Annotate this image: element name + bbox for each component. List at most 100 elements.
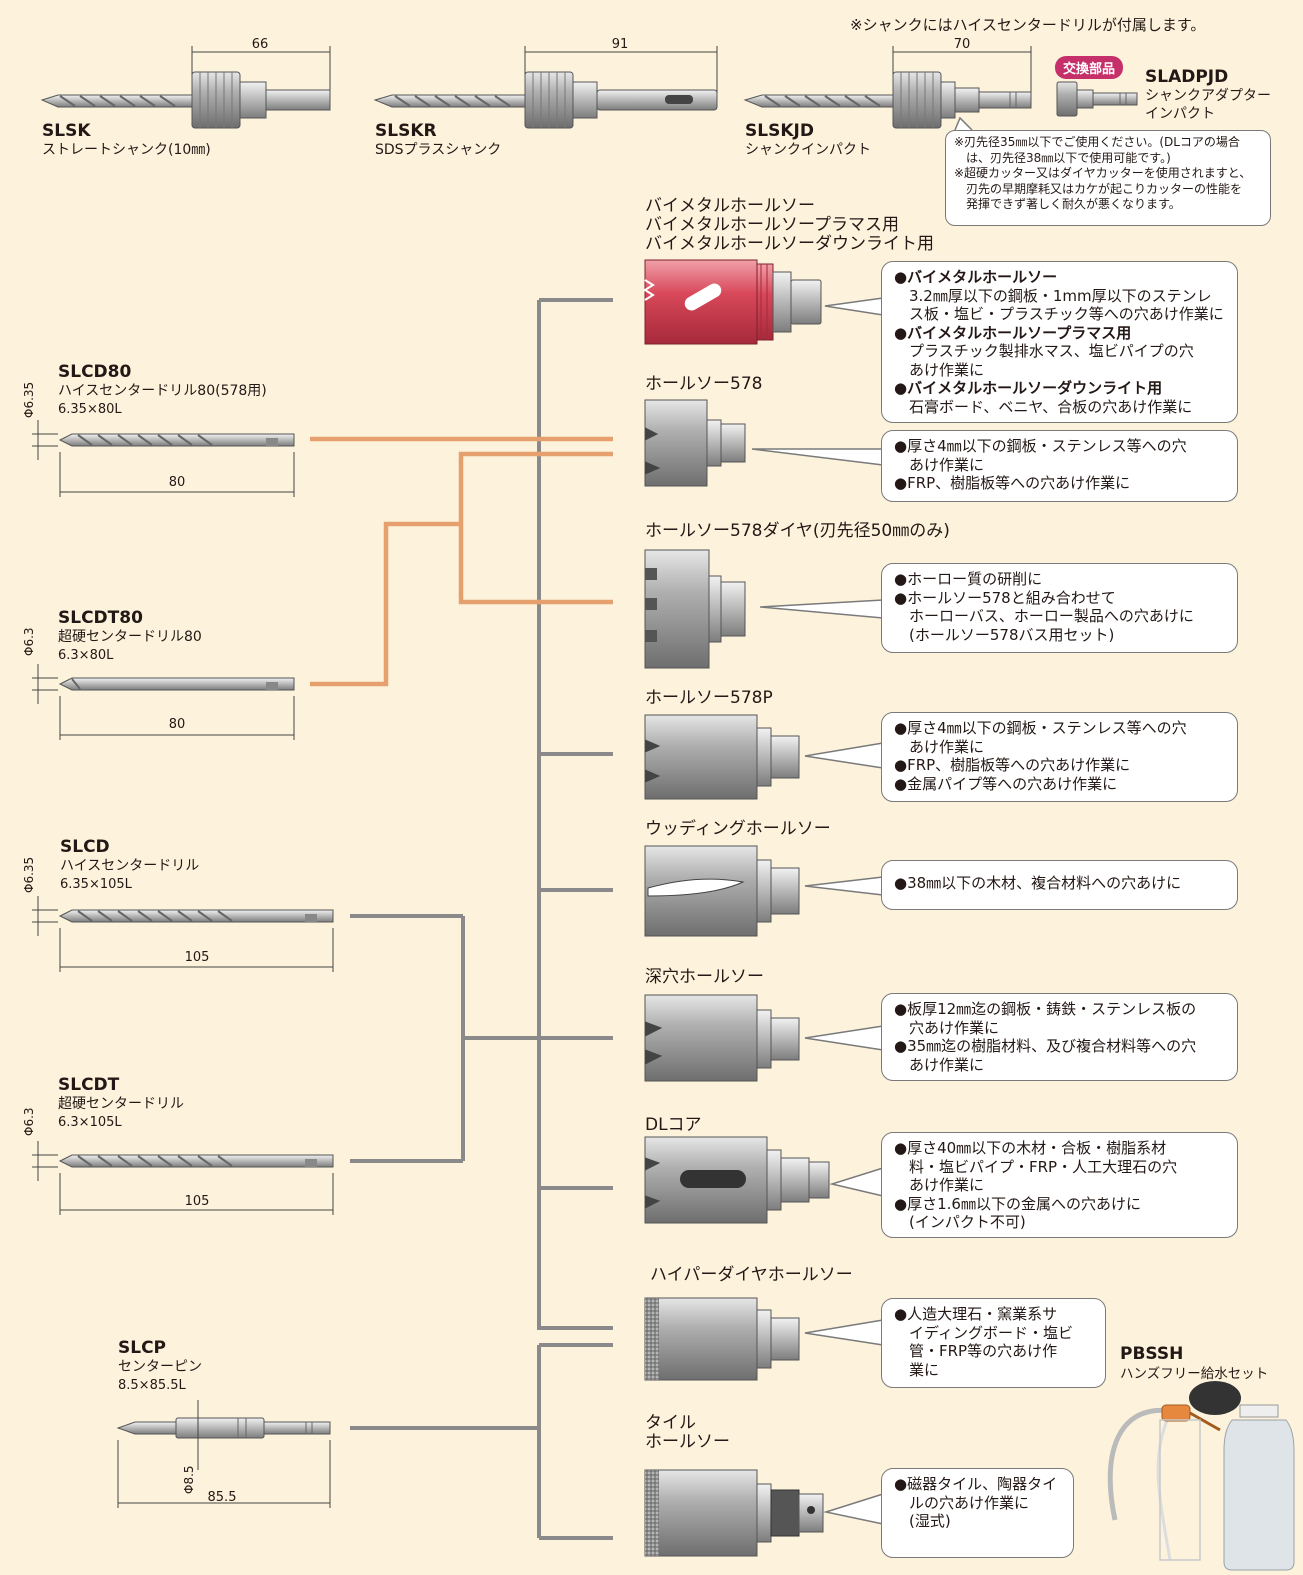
product-hyperdiamond-drawing xyxy=(644,1297,800,1381)
shank-dim: 91 xyxy=(611,37,629,52)
callout-line: ●板厚12㎜迄の鋼板・鋳鉄・ステンレス板の xyxy=(894,1000,1197,1018)
note-line: 刃先の早期摩耗又はカケが起こりカッターの性能を xyxy=(966,181,1243,196)
callout-holesaw578-diamond: ●ホーロー質の研削に ●ホールソー578と組み合わせて ホーローバス、ホーロー製… xyxy=(881,563,1238,653)
callout-line: 石膏ボード、ベニヤ、合板の穴あけ作業に xyxy=(909,397,1193,416)
drill-spec: 8.5×85.5L xyxy=(118,1378,186,1393)
drill-spec: 6.35×80L xyxy=(58,402,122,417)
callout-line: 管・FRP等の穴あけ作 xyxy=(909,1342,1058,1360)
replacement-name-1: シャンクアダプター xyxy=(1145,88,1271,104)
title-line: ホールソー xyxy=(645,1432,730,1452)
drill-length: 105 xyxy=(184,950,210,965)
product-title: DLコア xyxy=(645,1115,702,1135)
callout-line: ●ホーロー質の研削に xyxy=(894,570,1043,588)
callout-line: あけ作業に xyxy=(909,455,985,474)
shank-dim: 66 xyxy=(251,37,269,52)
callout-line: ●金属パイプ等への穴あけ作業に xyxy=(894,774,1118,793)
callout-line: ●磁器タイル、陶器タイ xyxy=(894,1475,1058,1493)
callout-holesaw578: ●厚さ4㎜以下の鋼板・ステンレス等への穴 あけ作業に ●FRP、樹脂板等への穴あ… xyxy=(881,430,1238,502)
callout-line: 3.2㎜厚以下の鋼板・1mm厚以下のステンレ xyxy=(909,286,1212,305)
shank-name: SDSプラスシャンク xyxy=(375,142,502,158)
shank-slskjd-drawing xyxy=(743,46,1032,129)
title-line: バイメタルホールソーダウンライト用 xyxy=(645,234,934,254)
title-line: バイメタルホールソー xyxy=(645,196,815,216)
drill-name: センターピン xyxy=(118,1359,202,1375)
pbssh-code: PBSSH xyxy=(1120,1344,1184,1364)
callout-line: イディングボード・塩ビ xyxy=(909,1323,1073,1342)
replacement-badge: 交換部品 xyxy=(1055,56,1124,79)
callout-line: ス板・塩ビ・プラスチック等への穴あけ作業に xyxy=(909,305,1224,323)
shank-code: SLSKJD xyxy=(745,121,814,141)
product-holesaw578-drawing xyxy=(644,399,746,487)
drill-spec: 6.35×105L xyxy=(60,877,132,892)
callout-line: あけ作業に xyxy=(909,1055,985,1074)
product-title-tile: タイル ホールソー xyxy=(645,1414,730,1452)
replacement-name-2: インパクト xyxy=(1145,106,1215,122)
callout-line: (湿式) xyxy=(909,1512,951,1530)
shank-slsk-drawing xyxy=(40,46,331,129)
drill-slcd-drawing xyxy=(32,896,334,972)
connector-lines xyxy=(350,298,613,1540)
callout-line: ホーローバス、ホーロー製品への穴あけに xyxy=(909,607,1194,625)
product-title: ホールソー578 xyxy=(645,374,763,394)
callout-line: ●バイメタルホールソー xyxy=(894,268,1058,286)
shank-code: SLSKR xyxy=(375,121,437,141)
shank-slskr-drawing xyxy=(373,46,718,129)
product-title: ホールソー578P xyxy=(645,688,773,708)
product-title: ホールソー578ダイヤ(刃先径50㎜のみ) xyxy=(645,521,950,541)
drill-code: SLCDT xyxy=(58,1075,120,1095)
drill-code: SLCDT80 xyxy=(58,608,143,628)
note-line: は、刃先径38㎜以下で使用可能です。) xyxy=(966,150,1171,165)
title-line: タイル xyxy=(645,1413,696,1433)
callout-line: あけ作業に xyxy=(909,360,985,379)
callout-line: あけ作業に xyxy=(909,1176,985,1194)
drill-name: ハイスセンタードリル xyxy=(60,858,200,874)
shank-dim: 70 xyxy=(953,37,971,52)
pbssh-name: ハンズフリー給水セット xyxy=(1120,1366,1269,1382)
callout-bimetal: ●バイメタルホールソー 3.2㎜厚以下の鋼板・1mm厚以下のステンレ ス板・塩ビ… xyxy=(881,261,1238,423)
note-line: ※超硬カッター又はダイヤカッターを使用されますと、 xyxy=(954,166,1252,180)
callout-line: ●FRP、樹脂板等への穴あけ作業に xyxy=(894,756,1131,774)
product-title: ウッディングホールソー xyxy=(645,819,831,839)
product-title-bimetal: バイメタルホールソー バイメタルホールソープラマス用 バイメタルホールソーダウン… xyxy=(645,197,934,254)
drill-name: 超硬センタードリル80 xyxy=(58,629,202,645)
drill-length: 105 xyxy=(184,1194,210,1209)
callout-line: 料・塩ビパイプ・FRP・人工大理石の穴 xyxy=(909,1157,1178,1176)
drill-spec: 6.3×105L xyxy=(58,1115,122,1130)
drill-diameter: Φ6.35 xyxy=(22,381,36,418)
callout-line: ●人造大理石・窯業系サ xyxy=(894,1305,1058,1323)
shank-name: ストレートシャンク(10㎜) xyxy=(42,142,211,158)
drill-name: ハイスセンタードリル80(578用) xyxy=(58,383,267,399)
callout-line: ●厚さ4㎜以下の鋼板・ステンレス等への穴 xyxy=(894,437,1187,455)
drill-length: 85.5 xyxy=(207,1490,237,1505)
drill-code: SLCD80 xyxy=(58,362,132,382)
product-dlcore-drawing xyxy=(644,1136,830,1224)
callout-line: ●FRP、樹脂板等への穴あけ作業に xyxy=(894,474,1131,492)
title-line: バイメタルホールソープラマス用 xyxy=(645,215,899,235)
callout-deephole: ●板厚12㎜迄の鋼板・鋳鉄・ステンレス板の 穴あけ作業に ●35㎜迄の樹脂材料、… xyxy=(881,993,1238,1081)
product-title: 深穴ホールソー xyxy=(645,967,764,987)
drill-name: 超硬センタードリル xyxy=(58,1096,184,1112)
drill-slcdt80-drawing xyxy=(32,664,295,740)
drill-slcd80-drawing xyxy=(32,420,295,497)
drill-diameter: Φ6.3 xyxy=(22,1107,36,1136)
callout-hyperdiamond: ●人造大理石・窯業系サ イディングボード・塩ビ 管・FRP等の穴あけ作 業に xyxy=(881,1298,1106,1388)
callout-line: ●厚さ40㎜以下の木材・合板・樹脂系材 xyxy=(894,1139,1167,1157)
drill-slcdt-drawing xyxy=(32,1141,334,1215)
pbssh-drawing xyxy=(1107,1381,1295,1571)
callout-line: ●ホールソー578と組み合わせて xyxy=(894,588,1116,607)
callout-holesaw578p: ●厚さ4㎜以下の鋼板・ステンレス等への穴 あけ作業に ●FRP、樹脂板等への穴あ… xyxy=(881,712,1238,802)
drill-code: SLCP xyxy=(118,1338,167,1358)
callout-line: 穴あけ作業に xyxy=(909,1018,1000,1037)
drill-length: 80 xyxy=(168,717,186,732)
drill-code: SLCD xyxy=(60,837,110,857)
shank-usage-note: ※刃先径35㎜以下でご使用ください。(DLコアの場合 は、刃先径38㎜以下で使用… xyxy=(945,130,1271,226)
callout-line: ●バイメタルホールソーダウンライト用 xyxy=(894,379,1163,397)
drill-spec: 6.3×80L xyxy=(58,648,114,663)
callout-line: プラスチック製排水マス、塩ビパイプの穴 xyxy=(909,342,1194,360)
shank-code: SLSK xyxy=(42,121,91,141)
callout-line: ●38㎜以下の木材、複合材料への穴あけに xyxy=(894,874,1182,892)
callout-wooding: ●38㎜以下の木材、複合材料への穴あけに xyxy=(881,860,1238,910)
product-wooding-drawing xyxy=(644,845,800,937)
